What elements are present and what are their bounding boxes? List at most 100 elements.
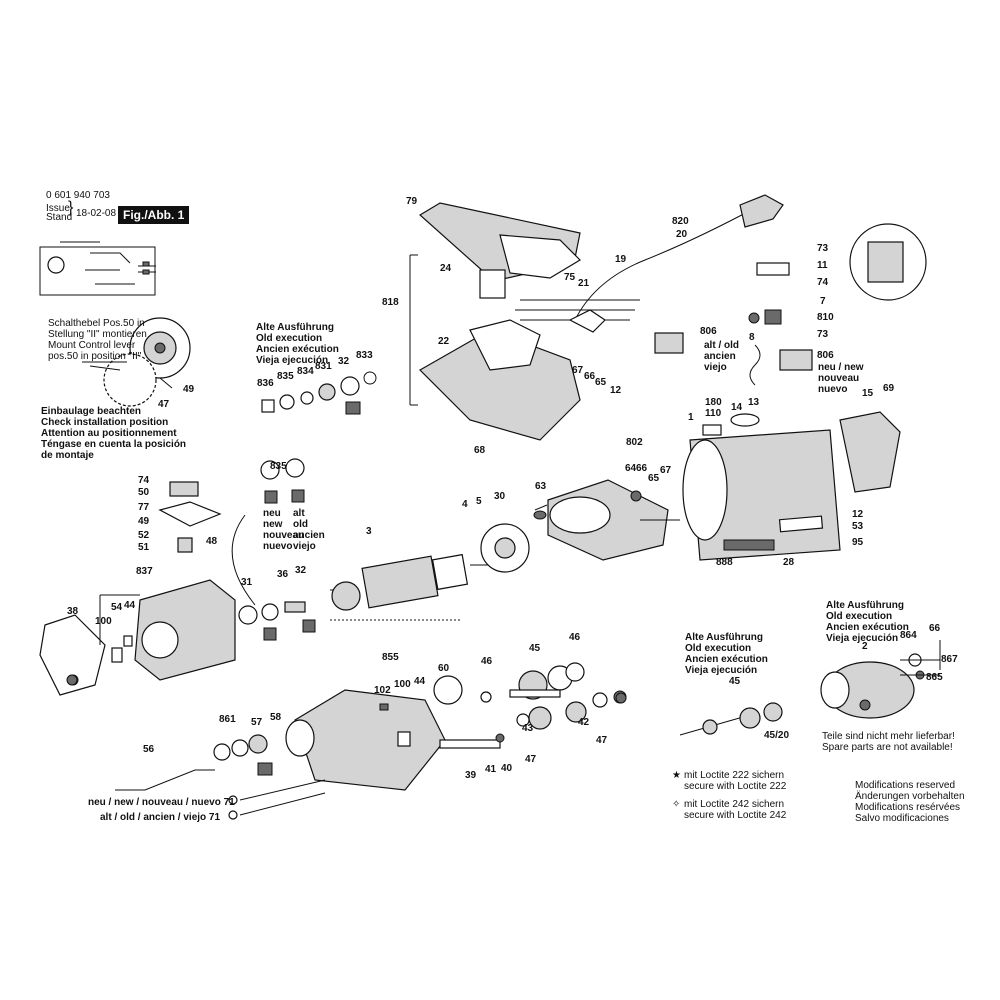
part-number-label: 65 [648,473,660,484]
star-icon: ★ [672,770,681,781]
brace: } [68,199,74,216]
part-number-label: 100 [95,616,112,627]
part-number-label: 58 [270,712,282,723]
control-lever-note-4: pos.50 in position "II" [48,351,142,362]
part-number-label: 60 [438,663,450,674]
part-number-label: 63 [535,481,547,492]
install-note-2: Check installation position [41,417,169,428]
part-number-label: 51 [138,542,150,553]
handle-assembly-icon [409,202,640,441]
part-number-label: 45/20 [764,730,790,741]
install-note-3: Attention au positionnement [41,428,177,439]
part-number-label: 24 [440,263,452,274]
part-number-label: 38 [67,606,79,617]
part-number-label: 66 [584,371,596,382]
old-exec-a-2: Old execution [256,333,323,344]
part-number-label: 21 [578,278,590,289]
old-exec-c-3: Ancien exécution [826,622,909,633]
part-number-label: 834 [297,366,314,377]
part-number-label: 36 [277,569,289,580]
brush-holder-icon [654,223,927,386]
control-lever-note-1: Schalthebel Pos.50 in [48,318,145,329]
part-number-label: 31 [241,577,253,588]
part-number-label: 79 [406,196,418,207]
old-armature-icon [820,640,941,719]
new-806-2: nouveau [818,373,860,384]
part-number-label: 47 [525,754,537,765]
part-number-label: 32 [295,565,307,576]
part-number-label: 837 [136,566,153,577]
part-number-label: 67 [660,465,672,476]
install-note-4: Téngase en cuenta la posición [41,439,187,450]
not-available-2: Spare parts are not available! [822,742,953,753]
control-lever-detail-icon [82,317,191,407]
part-number-label: 49 [183,384,195,395]
control-lever-note-2: Stellung "II" montieren [48,329,147,340]
part-number-label: 810 [817,312,834,323]
part-number-label: 818 [382,297,399,308]
part-number-label: 12 [610,385,622,396]
part-number-label: 30 [494,491,506,502]
circled-x-markers [66,312,871,711]
part-number-label: 100 [394,679,411,690]
part-number-label: 11 [817,260,828,271]
part-number-label: 50 [138,487,150,498]
gear-set-icon [433,662,627,749]
part-number-label: 836 [257,378,274,389]
old-835-2: old [293,519,308,530]
loctite-242-2: secure with Loctite 242 [684,810,787,821]
part-number-label: 41 [485,764,497,775]
old-835-1: alt [293,508,305,519]
part-number-label: 74 [817,277,829,288]
part-number-label: 888 [716,557,733,568]
part-number-label: 835 [277,371,294,382]
part-number-label: 831 [315,361,332,372]
motor-housing-icon [682,411,901,561]
part-number-label: 855 [382,652,399,663]
part-number-label: 57 [251,717,263,728]
field-coil-icon [534,479,680,561]
part-number-label: 2 [862,641,868,652]
loctite-242-1: mit Loctite 242 sichern [684,799,785,810]
spindle-icon [115,734,326,820]
power-cord-icon [568,194,784,333]
part-number-label: 66 [929,623,941,634]
part-number-label: 44 [124,600,136,611]
part-number-label: 45 [729,676,741,687]
install-note-5: de montaje [41,450,94,461]
part-number-label: 46 [481,656,493,667]
part-number-label: 40 [501,763,513,774]
part-number-label: 806 [700,326,717,337]
part-number-label: 802 [626,437,643,448]
part-number-label: 806 [817,350,834,361]
doc-number: 0 601 940 703 [46,190,110,201]
part-number-label: 833 [356,350,373,361]
loctite-222-1: mit Loctite 222 sichern [684,770,785,781]
switch-lever-icon [158,458,305,606]
open-star-icon: ✧ [672,799,681,810]
part-number-label: 64 [625,463,637,474]
part-number-label: 864 [900,630,917,641]
new-835-4: nuevo [263,541,293,552]
part-number-label: 28 [783,557,795,568]
old-exec-b-1: Alte Ausführung [685,632,763,643]
part-number-label: 68 [474,445,486,456]
new-835-2: new [263,519,283,530]
old-835-4: viejo [293,541,316,552]
old-exec-a-4: Vieja ejecución [256,355,329,366]
row-71-new: neu / new / nouveau / nuevo 71 [88,797,235,808]
loctite-222-2: secure with Loctite 222 [684,781,787,792]
part-number-label: 52 [138,530,150,541]
old-exec-c-4: Vieja ejecución [826,633,899,644]
part-number-label: 53 [852,521,864,532]
old-806-2: ancien [704,351,736,362]
old-806-1: alt / old [704,340,739,351]
part-number-label: 102 [374,685,391,696]
part-number-label: 22 [438,336,450,347]
figure-label: Fig./Abb. 1 [118,206,190,224]
part-number-label: 13 [748,397,760,408]
old-exec-c-1: Alte Ausführung [826,600,904,611]
old-exec-a-1: Alte Ausführung [256,322,334,333]
part-number-label: 12 [852,509,864,520]
